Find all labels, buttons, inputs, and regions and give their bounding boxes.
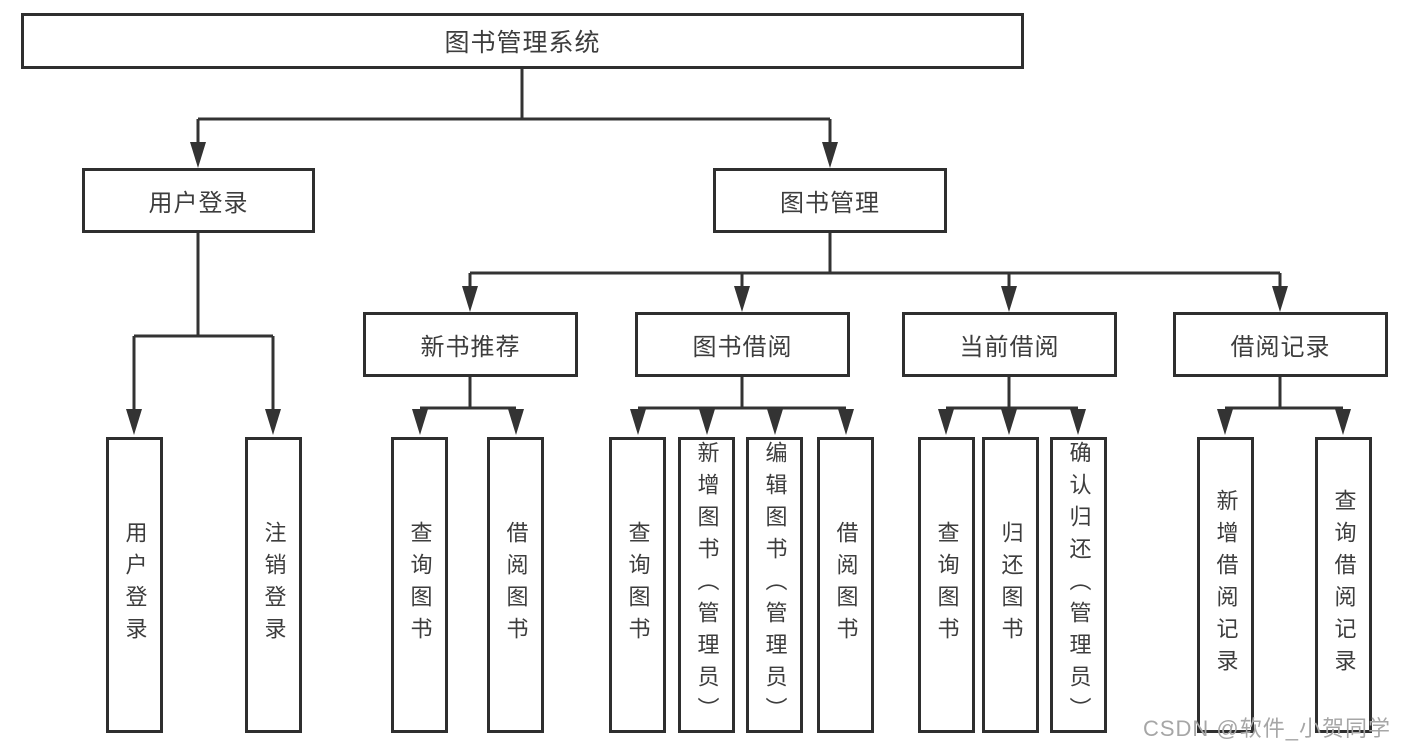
- leaf-borrow-books-borrowing: 借阅图书: [817, 437, 874, 733]
- leaf-query-borrow-record: 查询借阅记录: [1315, 437, 1372, 733]
- node-borrow-records: 借阅记录: [1173, 312, 1388, 377]
- node-current-borrowing: 当前借阅: [902, 312, 1117, 377]
- leaf-borrow-books-recommend: 借阅图书: [487, 437, 544, 733]
- leaf-query-books-borrowing: 查询图书: [609, 437, 666, 733]
- leaf-return-books: 归还图书: [982, 437, 1039, 733]
- node-book-management: 图书管理: [713, 168, 947, 233]
- leaf-logout: 注销登录: [245, 437, 302, 733]
- leaf-add-books-admin: 新增图书（管理员）: [678, 437, 735, 733]
- leaf-query-books-current: 查询图书: [918, 437, 975, 733]
- leaf-confirm-return-admin: 确认归还（管理员）: [1050, 437, 1107, 733]
- leaf-add-borrow-record: 新增借阅记录: [1197, 437, 1254, 733]
- node-book-borrowing: 图书借阅: [635, 312, 850, 377]
- leaf-query-books-recommend: 查询图书: [391, 437, 448, 733]
- csdn-watermark: CSDN @软件_小贺同学: [1142, 716, 1391, 741]
- node-root-library-system: 图书管理系统: [21, 13, 1024, 69]
- leaf-edit-books-admin: 编辑图书（管理员）: [746, 437, 803, 733]
- node-user-login: 用户登录: [82, 168, 315, 233]
- node-new-book-recommend: 新书推荐: [363, 312, 578, 377]
- leaf-user-login: 用户登录: [106, 437, 163, 733]
